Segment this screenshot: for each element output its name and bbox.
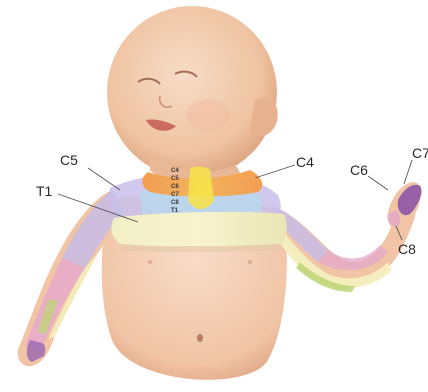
spine-label-c6: C6	[171, 184, 179, 190]
t1-chest-band	[112, 212, 287, 246]
nipple-right	[248, 260, 252, 264]
leader-c5	[88, 168, 120, 190]
head	[107, 6, 277, 178]
leader-c6	[368, 176, 388, 190]
spine-label-c4: C4	[171, 168, 179, 174]
label-c4: C4	[296, 154, 314, 170]
leader-c7	[404, 160, 412, 184]
label-c8: C8	[398, 241, 416, 257]
cheek	[186, 99, 230, 131]
label-c7: C7	[412, 145, 428, 161]
nipple-left	[148, 260, 152, 264]
navel	[197, 334, 203, 342]
spine-label-c7: C7	[171, 192, 179, 198]
label-t1: T1	[36, 183, 53, 199]
spine-label-t1: T1	[171, 208, 179, 214]
spine-label-c5: C5	[171, 176, 179, 182]
spine-label-c8: C8	[171, 200, 179, 206]
spinal-core	[188, 167, 214, 209]
label-c6: C6	[350, 162, 368, 178]
leader-c4	[255, 165, 295, 178]
label-c5: C5	[60, 152, 78, 168]
